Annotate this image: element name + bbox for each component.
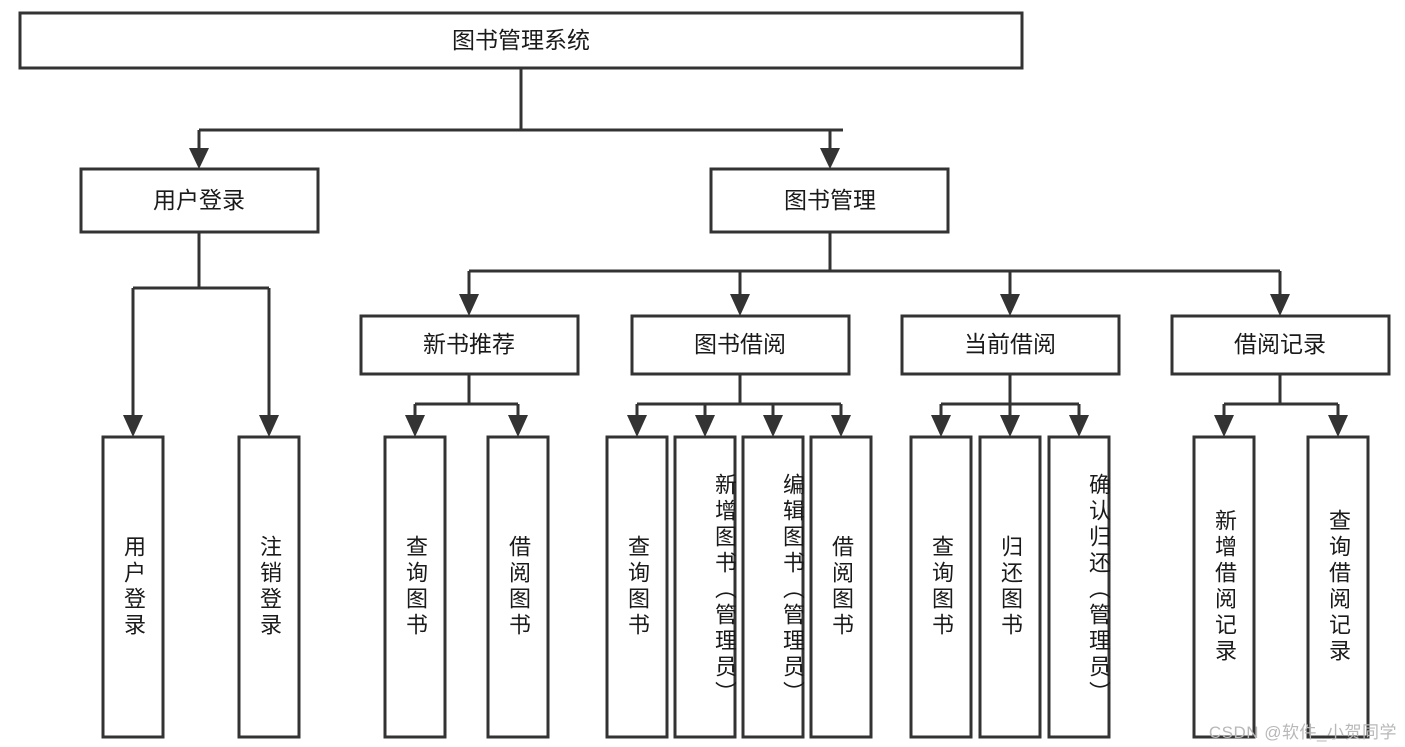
node-book-manage-box[interactable] xyxy=(709,167,950,234)
arrow-head-leaf-borrow-book-2 xyxy=(831,415,851,437)
node-book-manage[interactable]: 图书管理 xyxy=(709,167,950,234)
arrow-head-book-borrow xyxy=(730,294,750,316)
arrow-head-leaf-query-book-2 xyxy=(627,415,647,437)
connector-group-book-manage xyxy=(459,232,1290,316)
node-leaf-add-record-box[interactable] xyxy=(1192,435,1256,739)
node-leaf-add-book-box[interactable] xyxy=(673,435,737,739)
arrow-head-leaf-query-book-3 xyxy=(931,415,951,437)
node-borrow-record-box[interactable] xyxy=(1170,314,1391,376)
connector-group-book-borrow xyxy=(627,374,851,437)
arrow-head-leaf-add-record xyxy=(1214,415,1234,437)
node-user-login-box[interactable] xyxy=(79,167,320,234)
node-current-borrow-label: 当前借阅 xyxy=(964,331,1056,357)
node-book-borrow-label: 图书借阅 xyxy=(694,331,786,357)
node-leaf-query-book-2-box[interactable] xyxy=(605,435,669,739)
node-root-box[interactable] xyxy=(18,11,1024,70)
connector-group-user-login xyxy=(123,232,279,437)
node-leaf-query-book-1-box[interactable] xyxy=(383,435,447,739)
arrow-head-current-borrow xyxy=(1000,294,1020,316)
node-book-borrow[interactable]: 图书借阅 xyxy=(630,314,851,376)
node-leaf-query-book-3-box[interactable] xyxy=(909,435,973,739)
node-current-borrow[interactable]: 当前借阅 xyxy=(900,314,1121,376)
connector-group-current-borrow xyxy=(931,374,1089,437)
arrow-head-leaf-logout xyxy=(259,415,279,437)
node-leaf-borrow-book-2-box[interactable] xyxy=(809,435,873,739)
connector-group-borrow-record xyxy=(1214,374,1348,437)
arrow-head-leaf-edit-book xyxy=(763,415,783,437)
node-book-borrow-box[interactable] xyxy=(630,314,851,376)
arrow-head-leaf-add-book xyxy=(695,415,715,437)
arrow-head-leaf-confirm-return xyxy=(1069,415,1089,437)
node-new-book-recommend-box[interactable] xyxy=(359,314,580,376)
node-book-manage-label: 图书管理 xyxy=(784,187,876,213)
arrow-head-book-manage xyxy=(820,148,840,169)
node-root[interactable]: 图书管理系统 xyxy=(18,11,1024,70)
arrow-head-leaf-user-login xyxy=(123,415,143,437)
arrow-head-new-book-recommend xyxy=(459,294,479,316)
arrow-head-leaf-query-record xyxy=(1328,415,1348,437)
node-current-borrow-box[interactable] xyxy=(900,314,1121,376)
node-root-label: 图书管理系统 xyxy=(452,27,590,53)
node-leaf-query-record-box[interactable] xyxy=(1306,435,1370,739)
connector-group-root xyxy=(189,68,843,169)
arrow-head-user-login xyxy=(189,148,209,169)
node-new-book-recommend-label: 新书推荐 xyxy=(423,331,515,357)
connector-group-new-book-recommend xyxy=(405,374,528,437)
node-leaf-confirm-return-box[interactable] xyxy=(1047,435,1111,739)
arrow-head-leaf-return-book xyxy=(1000,415,1020,437)
node-borrow-record-label: 借阅记录 xyxy=(1234,331,1326,357)
node-new-book-recommend[interactable]: 新书推荐 xyxy=(359,314,580,376)
node-user-login-label: 用户登录 xyxy=(153,187,245,213)
node-borrow-record[interactable]: 借阅记录 xyxy=(1170,314,1391,376)
arrow-head-leaf-borrow-book-1 xyxy=(508,415,528,437)
node-leaf-user-login-box[interactable] xyxy=(101,435,165,739)
node-user-login[interactable]: 用户登录 xyxy=(79,167,320,234)
node-leaf-logout-box[interactable] xyxy=(237,435,301,739)
csdn-watermark: CSDN @软件_小贺同学 xyxy=(1208,723,1397,742)
node-leaf-edit-book-box[interactable] xyxy=(741,435,805,739)
node-leaf-borrow-book-1-box[interactable] xyxy=(486,435,550,739)
node-leaf-return-book-box[interactable] xyxy=(978,435,1042,739)
arrow-head-borrow-record xyxy=(1270,294,1290,316)
arrow-head-leaf-query-book-1 xyxy=(405,415,425,437)
